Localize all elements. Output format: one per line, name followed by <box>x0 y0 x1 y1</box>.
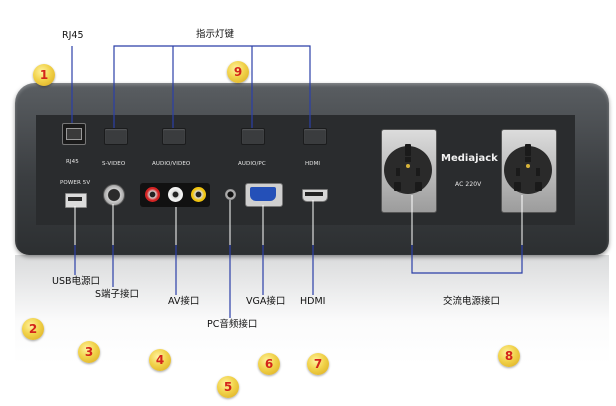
badge-7: 7 <box>307 353 329 375</box>
badge-1: 1 <box>33 64 55 86</box>
panel-label-hdmi: HDMI <box>305 161 321 167</box>
label-ac-power: 交流电源接口 <box>443 296 501 307</box>
led-button-audio-pc[interactable] <box>241 128 265 145</box>
brand-logo: Mediajack <box>441 153 498 164</box>
led-button-audio-video[interactable] <box>162 128 186 145</box>
led-button-hdmi[interactable] <box>303 128 327 145</box>
led-button-svideo[interactable] <box>104 128 128 145</box>
panel-label-ac: AC 220V <box>455 181 482 188</box>
panel-label-svideo: S-VIDEO <box>102 161 126 167</box>
badge-5: 5 <box>217 376 239 398</box>
panel-label-audio-pc: AUDIO/PC <box>238 161 266 167</box>
label-vga-port: VGA接口 <box>246 296 286 307</box>
hdmi-port-inner <box>305 192 323 196</box>
ac-socket-left-face <box>384 144 432 194</box>
panel-label-audio-video: AUDIO/VIDEO <box>152 161 191 167</box>
badge-4: 4 <box>149 349 171 371</box>
badge-6: 6 <box>258 353 280 375</box>
svideo-port <box>103 184 125 206</box>
badge-9: 9 <box>227 61 249 83</box>
pc-audio-jack <box>225 189 236 200</box>
badge-3: 3 <box>78 341 100 363</box>
vga-port-inner <box>250 187 276 201</box>
label-pc-audio: PC音频接口 <box>207 319 258 330</box>
indicator-callout-lines <box>113 45 311 128</box>
label-s-port: S端子接口 <box>95 289 140 300</box>
panel-label-rj45: RJ45 <box>66 159 79 165</box>
bottom-callout-lines <box>74 195 523 318</box>
label-indicator-buttons: 指示灯键 <box>196 29 235 40</box>
rj45-port-inner <box>66 128 82 140</box>
label-usb-power: USB电源口 <box>52 276 101 287</box>
ac-socket-right-face <box>504 144 552 194</box>
av-jack-white <box>168 187 183 202</box>
badge-2: 2 <box>22 318 44 340</box>
label-rj45-top: RJ45 <box>62 30 84 41</box>
badge-8: 8 <box>498 345 520 367</box>
av-jack-red <box>145 187 160 202</box>
label-av-port: AV接口 <box>168 296 200 307</box>
usb-port-tongue <box>68 197 82 201</box>
label-hdmi-port: HDMI <box>300 296 326 307</box>
panel-label-power: POWER 5V <box>60 180 91 186</box>
av-jack-yellow <box>191 187 206 202</box>
